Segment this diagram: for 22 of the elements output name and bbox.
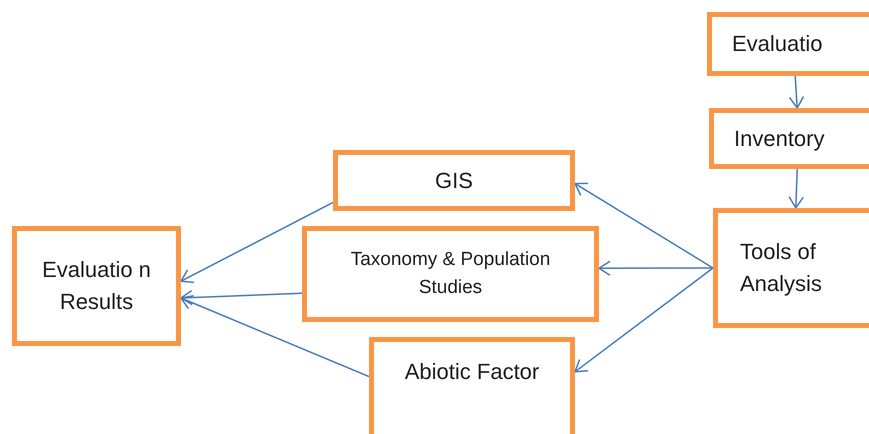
process-box (709, 108, 869, 169)
node-label: Inventory (734, 124, 824, 153)
node-label: Evaluatio (732, 30, 823, 58)
arrow (180, 202, 334, 284)
arrow (788, 168, 804, 209)
node-label: Taxonomy & Population Studies (350, 248, 552, 300)
process-box (333, 150, 575, 211)
process-box (369, 337, 575, 434)
arrow (180, 290, 302, 306)
node-label: Evaluatio n Results (42, 256, 152, 316)
arrow (574, 267, 714, 373)
arrow (598, 260, 713, 276)
node-label: Tools of Analysis (740, 238, 823, 298)
arrow (574, 182, 714, 269)
process-box (12, 226, 181, 346)
process-box (713, 208, 869, 328)
arrow (180, 295, 370, 378)
process-box (707, 12, 869, 76)
node-label: Abiotic Factor (404, 358, 540, 386)
process-box (302, 226, 599, 322)
node-label: GIS (435, 166, 473, 195)
arrow (788, 76, 804, 109)
